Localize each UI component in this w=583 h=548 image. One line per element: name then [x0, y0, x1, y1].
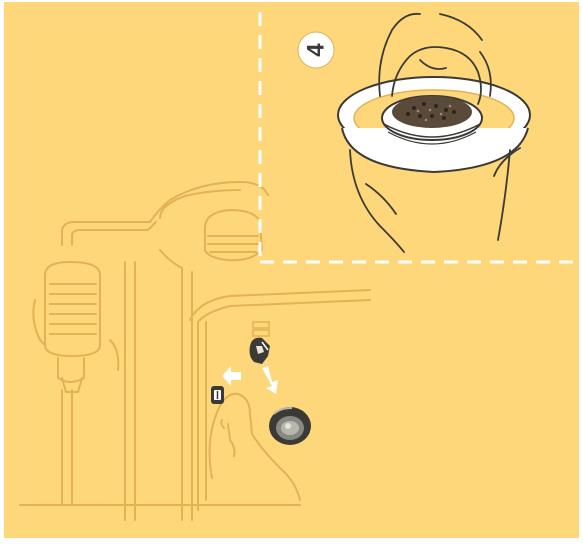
drain-cap-icon [269, 407, 311, 445]
release-button-icon [211, 386, 224, 404]
illustration-background [4, 2, 579, 538]
step-number: 4 [303, 43, 330, 57]
